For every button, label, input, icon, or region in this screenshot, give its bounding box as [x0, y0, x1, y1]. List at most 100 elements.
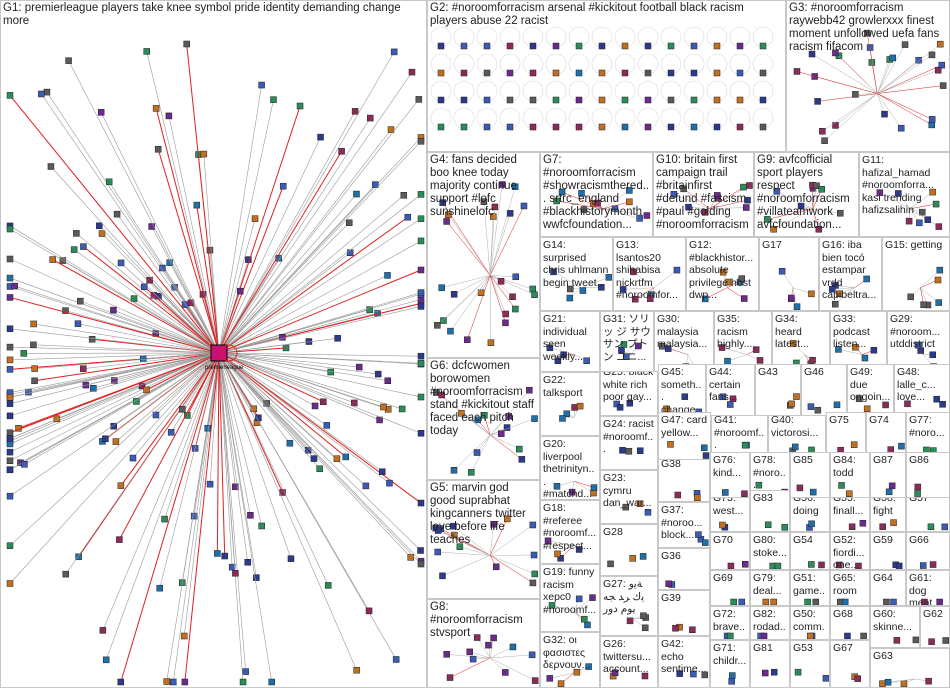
user-node [529, 42, 537, 50]
edge [9, 352, 220, 497]
user-node [932, 200, 940, 208]
edge [453, 525, 491, 556]
user-node [509, 293, 516, 301]
user-node [912, 636, 919, 644]
user-node [6, 448, 14, 456]
user-node [345, 219, 353, 227]
user-node [888, 482, 896, 490]
edge [166, 352, 220, 682]
group-network-g85 [796, 484, 817, 496]
group-cell-g87: G87 [870, 452, 906, 498]
user-node [914, 341, 922, 349]
user-node [812, 598, 820, 605]
edge [218, 352, 380, 421]
user-node [417, 560, 425, 568]
edge [218, 352, 422, 504]
group-network-g87 [885, 482, 896, 496]
user-node [838, 482, 845, 489]
user-node [516, 445, 523, 453]
user-node [936, 266, 944, 274]
user-node [165, 112, 173, 120]
user-node [589, 594, 596, 601]
user-node [407, 554, 414, 561]
edge [876, 44, 906, 94]
group-network-g64 [883, 598, 897, 605]
edge [196, 205, 220, 354]
user-node [6, 274, 14, 282]
user-node [788, 400, 795, 408]
group-network-g19 [548, 594, 596, 629]
user-node [450, 522, 457, 530]
edge [218, 352, 233, 568]
group-network-g59 [892, 561, 903, 569]
group-cell-g2: G2: #noroomforracism arsenal #kickitout … [427, 0, 786, 152]
user-node [6, 294, 14, 301]
user-node [439, 572, 446, 580]
user-node [634, 342, 642, 350]
user-node [689, 626, 696, 634]
user-node [529, 69, 537, 77]
user-node [855, 562, 862, 569]
user-node [636, 215, 643, 222]
user-node [900, 680, 908, 687]
group-label-g87: G87 [873, 454, 893, 466]
user-node [916, 219, 923, 227]
edge [218, 347, 287, 354]
user-node [317, 133, 324, 141]
user-node [663, 405, 670, 413]
user-node [546, 675, 554, 682]
group-label-g51: G51: game... [793, 572, 826, 606]
edge [218, 352, 347, 458]
user-node [161, 515, 168, 523]
user-node [770, 668, 778, 676]
user-node [492, 563, 500, 571]
edge [633, 271, 655, 288]
group-network-g31 [618, 341, 642, 360]
user-node [935, 299, 942, 306]
edge [218, 352, 390, 484]
edge [218, 99, 274, 354]
group-network-g56 [806, 520, 815, 531]
self-loop [220, 344, 238, 362]
user-node [6, 366, 14, 373]
user-node [809, 488, 817, 496]
edge [218, 275, 388, 354]
user-node [434, 548, 441, 556]
edge [102, 352, 220, 631]
user-node [53, 415, 61, 423]
edge [9, 286, 220, 354]
user-node [434, 322, 441, 329]
user-node [152, 411, 160, 419]
edge [52, 259, 220, 354]
user-node [438, 391, 445, 399]
edge [688, 206, 710, 209]
user-node [738, 275, 745, 282]
user-node [713, 96, 721, 104]
group-label-g82: G82: rodad... [753, 608, 786, 640]
group-cell-g28: G28 [600, 524, 658, 576]
group-label-g6: G6: dcfcwomen borowomen #noroomforracism… [430, 360, 534, 437]
edge [218, 352, 236, 487]
user-node [575, 595, 583, 603]
user-node [925, 677, 932, 685]
user-node [351, 399, 358, 407]
user-node [807, 403, 815, 410]
user-node [590, 484, 598, 491]
group-label-g22: G22: talksport [543, 374, 583, 399]
user-node [778, 267, 786, 275]
group-cell-g36: G36 [658, 548, 710, 590]
edge [41, 93, 220, 354]
group-cell-g14: G14: surprised chris uhlmann begin tweet… [540, 237, 613, 311]
user-node [690, 42, 698, 50]
group-network-g1: premierleague [6, 40, 425, 686]
user-node [378, 468, 386, 475]
user-node [316, 465, 323, 472]
user-node [575, 546, 583, 553]
user-node [870, 346, 878, 354]
user-node [607, 560, 614, 568]
user-node [934, 66, 942, 74]
edge [218, 99, 420, 354]
group-network-g39 [672, 623, 696, 634]
user-node [690, 96, 698, 104]
user-node [80, 365, 87, 372]
